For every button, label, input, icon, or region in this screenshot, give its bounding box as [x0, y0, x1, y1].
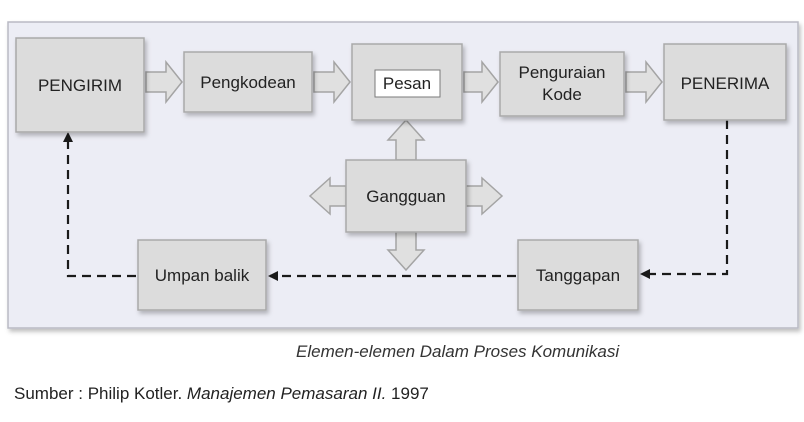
box-gangguan — [345, 159, 467, 233]
box-umpan-balik — [137, 239, 267, 311]
arrow-gangguan-right — [465, 176, 504, 216]
arrow-pengirim-to-pengkodean — [145, 59, 183, 105]
communication-process-diagram: PENGIRIM Pengkodean Pesan Penguraian Kod… — [7, 21, 799, 329]
box-penerima — [663, 43, 787, 121]
label-tanggapan: Tanggapan — [536, 266, 620, 285]
arrow-penguraian-to-penerima — [625, 59, 663, 105]
arrow-pengkodean-to-pesan — [313, 59, 351, 105]
label-gangguan: Gangguan — [366, 187, 445, 206]
box-tanggapan — [517, 239, 639, 311]
arrow-pesan-to-penguraian — [463, 59, 499, 105]
arrow-gangguan-left — [308, 176, 347, 216]
source-citation: Sumber : Philip Kotler. Manajemen Pemasa… — [14, 384, 429, 404]
dashed-line-penerima-to-tanggapan — [640, 120, 729, 279]
arrow-gangguan-down — [386, 231, 426, 272]
label-penerima: PENERIMA — [681, 74, 770, 93]
label-pengkodean: Pengkodean — [200, 73, 295, 92]
label-kode: Kode — [542, 85, 582, 104]
label-pesan: Pesan — [383, 74, 431, 93]
source-book-title: Manajemen Pemasaran II. — [186, 384, 387, 403]
box-penguraian-kode — [499, 51, 625, 117]
box-pengkodean — [183, 51, 313, 113]
label-pengirim: PENGIRIM — [38, 76, 122, 95]
dashed-line-umpan-balik-to-pengirim — [63, 132, 136, 278]
box-pengirim — [15, 37, 145, 133]
label-umpan-balik: Umpan balik — [155, 266, 250, 285]
label-penguraian: Penguraian — [519, 63, 606, 82]
box-pesan-label-bg — [374, 69, 441, 98]
diagram-caption: Elemen-elemen Dalam Proses Komunikasi — [296, 342, 620, 361]
source-year: 1997 — [386, 384, 429, 403]
source-prefix: Sumber : Philip Kotler. — [14, 384, 187, 403]
arrow-gangguan-up — [386, 118, 426, 161]
